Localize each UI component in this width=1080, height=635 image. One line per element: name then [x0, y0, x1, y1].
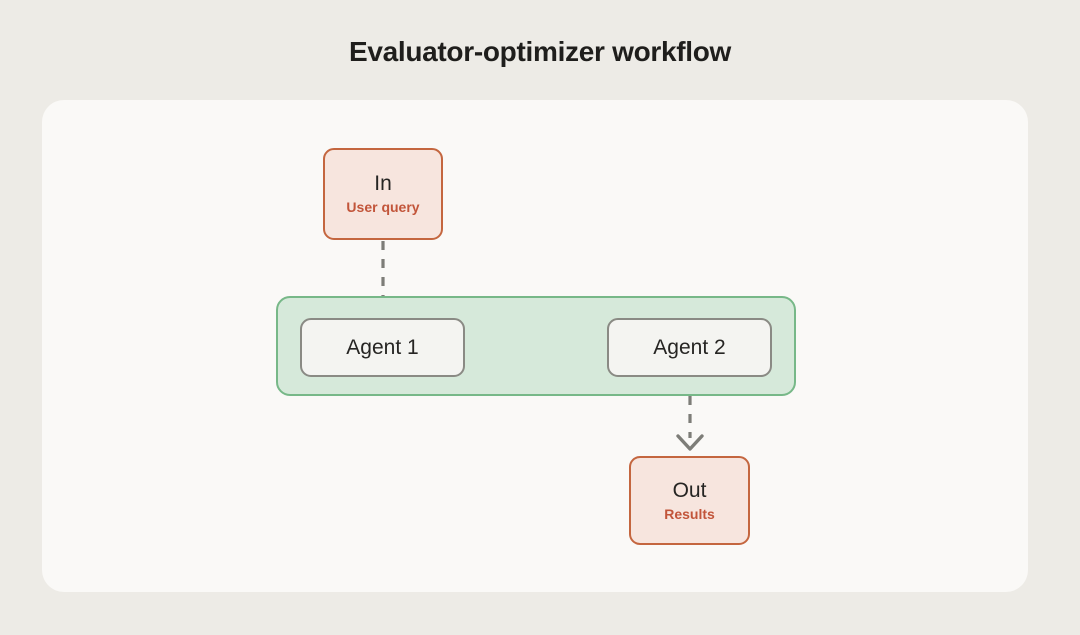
node-in-title: In: [374, 172, 392, 196]
node-out-title: Out: [672, 478, 707, 502]
node-agent-2-label: Agent 2: [653, 335, 726, 359]
node-in[interactable]: In User query: [323, 148, 443, 240]
node-out-subtitle: Results: [664, 505, 715, 522]
node-agent-1-label: Agent 1: [346, 335, 419, 359]
node-agent-1[interactable]: Agent 1: [300, 318, 465, 377]
page-title: Evaluator-optimizer workflow: [348, 36, 732, 67]
node-agent-2[interactable]: Agent 2: [607, 318, 772, 377]
node-out[interactable]: Out Results: [629, 456, 750, 545]
node-in-subtitle: User query: [346, 199, 420, 216]
